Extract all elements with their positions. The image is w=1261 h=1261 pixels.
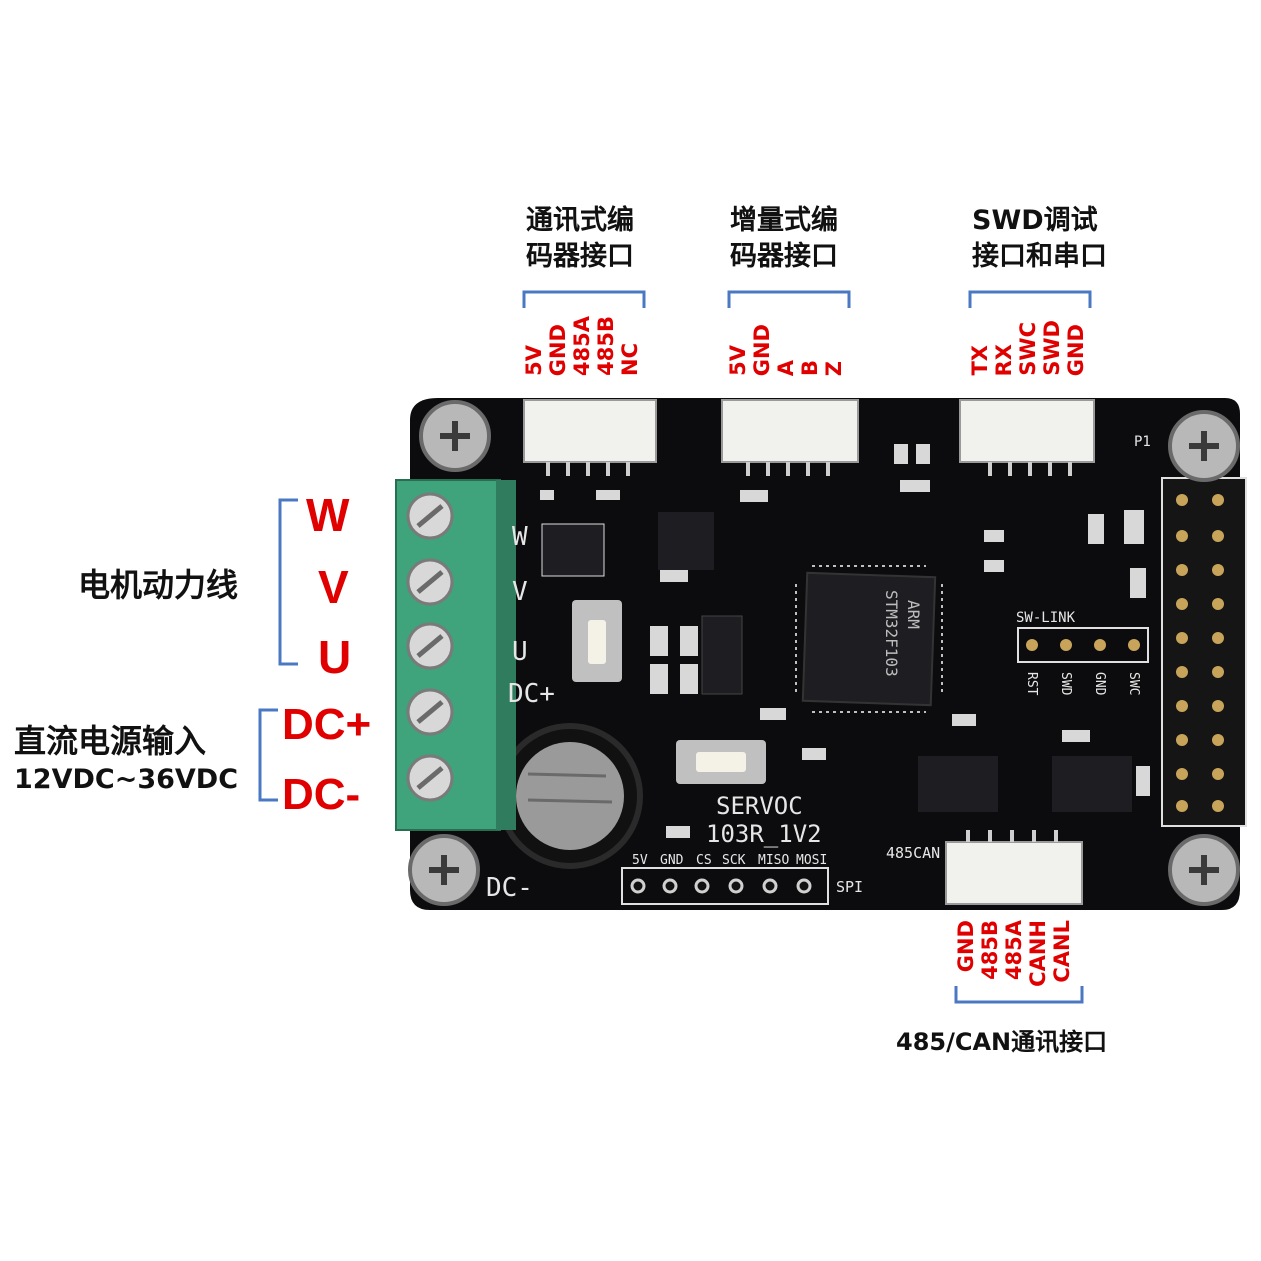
pin-label: CANH <box>1026 920 1050 987</box>
silk-swlink: SW-LINK <box>1016 610 1076 626</box>
silk-spi-pin: SCK <box>722 853 746 868</box>
silk-swlink-pin: GND <box>1092 672 1107 696</box>
chip-model: STM32F103 <box>882 590 901 677</box>
silk-spi-pin: MOSI <box>796 853 827 868</box>
silk-swlink-pin: SWD <box>1058 672 1073 696</box>
terminal-v-label: V <box>318 561 349 613</box>
silk-spi: SPI <box>836 878 863 896</box>
dc-bracket <box>258 708 278 802</box>
can-iface-label: 485/CAN通讯接口 <box>896 1028 1108 1056</box>
dc-input-label: 直流电源输入 <box>14 722 207 760</box>
screw-icon <box>408 400 1240 906</box>
chip-brand: ARM <box>904 600 923 629</box>
silk-spi-pin: MISO <box>758 853 789 868</box>
motor-bracket <box>278 498 298 666</box>
silk-spi-pin: GND <box>660 853 684 868</box>
silk-spi-pin: 5V <box>632 853 648 868</box>
silk-board-version: 103R_1V2 <box>706 820 822 848</box>
can-pins: GND 485B 485A CANH CANL <box>954 920 1074 987</box>
motor-power-label: 电机动力线 <box>78 566 239 604</box>
silk-w: W <box>512 522 528 552</box>
can-bracket <box>954 986 1084 1004</box>
silk-dcplus: DC+ <box>508 679 555 709</box>
terminal-w-label: W <box>306 489 350 541</box>
silk-swlink-pin: RST <box>1024 672 1039 696</box>
terminal-u-label: U <box>318 631 352 683</box>
pin-label: 485B <box>978 920 1002 980</box>
pin-label: CANL <box>1050 920 1074 983</box>
terminal-dcplus-label: DC+ <box>282 700 372 749</box>
comm-encoder-bracket <box>522 290 646 308</box>
silk-p1: P1 <box>1134 434 1151 450</box>
swd-label: SWD调试接口和串口 <box>972 205 1107 272</box>
comm-encoder-label: 通讯式编码器接口 <box>526 205 634 272</box>
silk-u: U <box>512 637 528 667</box>
silk-v: V <box>512 577 528 607</box>
silk-swlink-pin: SWC <box>1126 672 1141 695</box>
terminal-dcminus-label: DC- <box>282 770 361 819</box>
inc-encoder-label: 增量式编码器接口 <box>730 205 838 272</box>
silk-485can: 485CAN <box>886 844 940 862</box>
silk-spi-pin: CS <box>696 853 712 868</box>
pin-label: GND <box>954 920 978 973</box>
silk-dcminus: DC- <box>486 873 533 903</box>
silk-board-name: SERVOC <box>716 792 803 820</box>
pin-label: 485A <box>1002 920 1026 981</box>
dc-range-label: 12VDC~36VDC <box>14 764 239 795</box>
swd-bracket <box>968 290 1092 308</box>
inc-encoder-bracket <box>727 290 851 308</box>
